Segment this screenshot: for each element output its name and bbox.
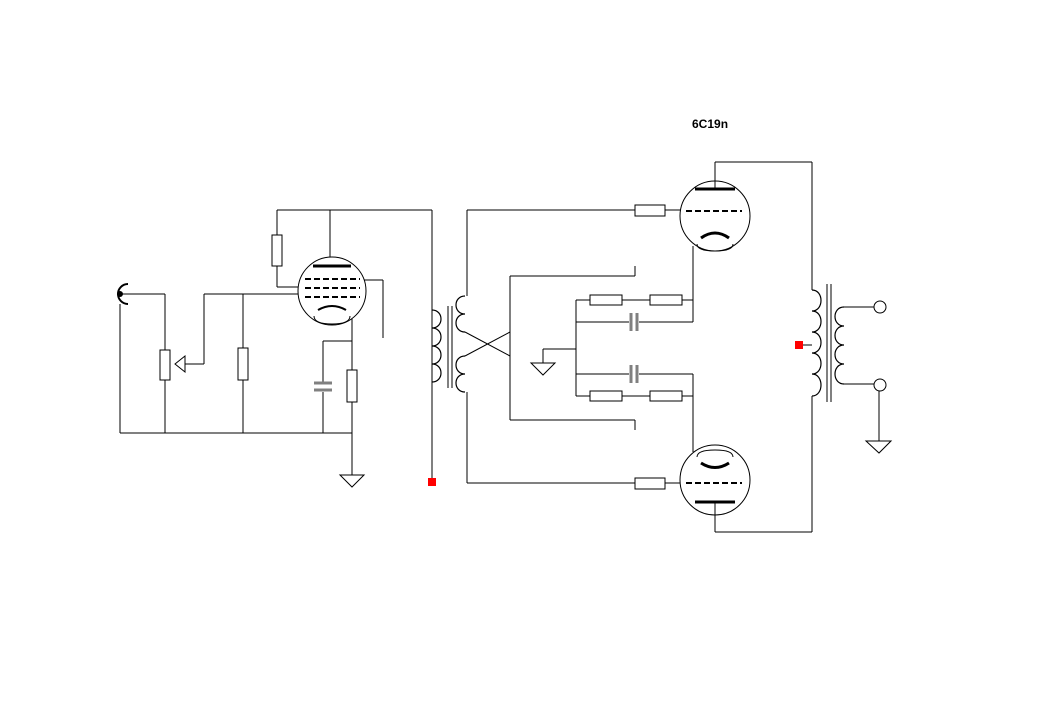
transformer-icon [431, 295, 466, 393]
bias-capacitor-top [629, 313, 639, 331]
grid-stopper-bottom [634, 477, 666, 490]
plate-resistor [271, 234, 283, 267]
output-terminal-hot [873, 300, 887, 314]
transformer-icon [811, 284, 845, 402]
grid-stopper-top [634, 204, 666, 217]
input-jack-icon [117, 283, 165, 305]
bias-capacitor-bottom [629, 365, 639, 383]
cathode-resistor [346, 369, 358, 403]
volume-potentiometer [159, 349, 186, 381]
ground-symbol-input [338, 474, 366, 488]
grid-resistor [237, 347, 249, 381]
output-terminal-ground [873, 378, 887, 392]
plate-wiring [715, 161, 813, 533]
bias-resistor-top-right [649, 294, 683, 306]
bias-resistor-bottom-right [649, 390, 683, 402]
interstage-wiring [464, 209, 636, 484]
pentode-tube-icon [297, 256, 367, 326]
center-tap-marker [795, 341, 803, 349]
output-wiring [844, 306, 893, 454]
cathode-capacitor [314, 381, 332, 392]
tube-label: 6C19n [692, 117, 728, 131]
bias-resistor-bottom-left [589, 390, 623, 402]
bias-network [529, 299, 693, 397]
bias-resistor-top-left [589, 294, 623, 306]
triode-tube-icon [679, 162, 751, 252]
input-wiring [119, 209, 432, 475]
triode-tube-icon [679, 444, 751, 532]
b-plus-marker [428, 478, 436, 486]
